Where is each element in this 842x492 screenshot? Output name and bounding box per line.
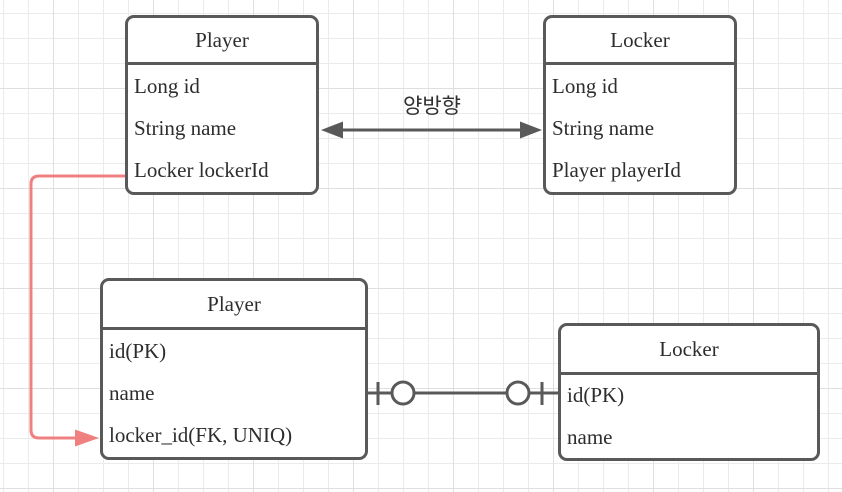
entity-field-list: id(PK) name locker_id(FK, UNIQ)	[103, 330, 365, 457]
entity-top-locker: Locker Long id String name Player player…	[543, 15, 737, 195]
entity-top-player: Player Long id String name Locker locker…	[125, 15, 319, 195]
arrowhead-right-icon	[520, 121, 542, 139]
cardinality-zero-circle-left-icon	[390, 380, 416, 406]
entity-title: Player	[128, 18, 316, 65]
entity-title: Locker	[561, 326, 817, 375]
entity-bottom-player: Player id(PK) name locker_id(FK, UNIQ)	[100, 278, 368, 460]
entity-field-row: name	[567, 424, 613, 449]
entity-field-list: id(PK) name	[561, 375, 817, 458]
entity-bottom-locker: Locker id(PK) name	[558, 323, 820, 461]
entity-field-row: Player playerId	[552, 158, 681, 183]
arrowhead-fk-icon	[75, 429, 99, 447]
entity-field-row: id(PK)	[109, 338, 167, 363]
entity-field-row: String name	[552, 115, 655, 140]
entity-title: Player	[103, 281, 365, 330]
arrowhead-left-icon	[321, 121, 343, 139]
one-to-one-connector	[367, 380, 558, 406]
entity-field-row: name	[109, 380, 155, 405]
entity-field-row: locker_id(FK, UNIQ)	[109, 423, 293, 448]
entity-field-row: Locker lockerId	[134, 158, 269, 183]
entity-field-row: id(PK)	[567, 383, 625, 408]
entity-field-row: String name	[134, 115, 237, 140]
bidirectional-arrow	[321, 121, 542, 139]
relation-label-bidirectional: 양방향	[403, 94, 461, 118]
entity-title: Locker	[546, 18, 734, 65]
entity-field-list: Long id String name Locker lockerId	[128, 65, 316, 192]
cardinality-zero-circle-right-icon	[505, 380, 531, 406]
entity-field-row: Long id	[552, 73, 618, 98]
entity-field-list: Long id String name Player playerId	[546, 65, 734, 192]
entity-field-row: Long id	[134, 73, 200, 98]
